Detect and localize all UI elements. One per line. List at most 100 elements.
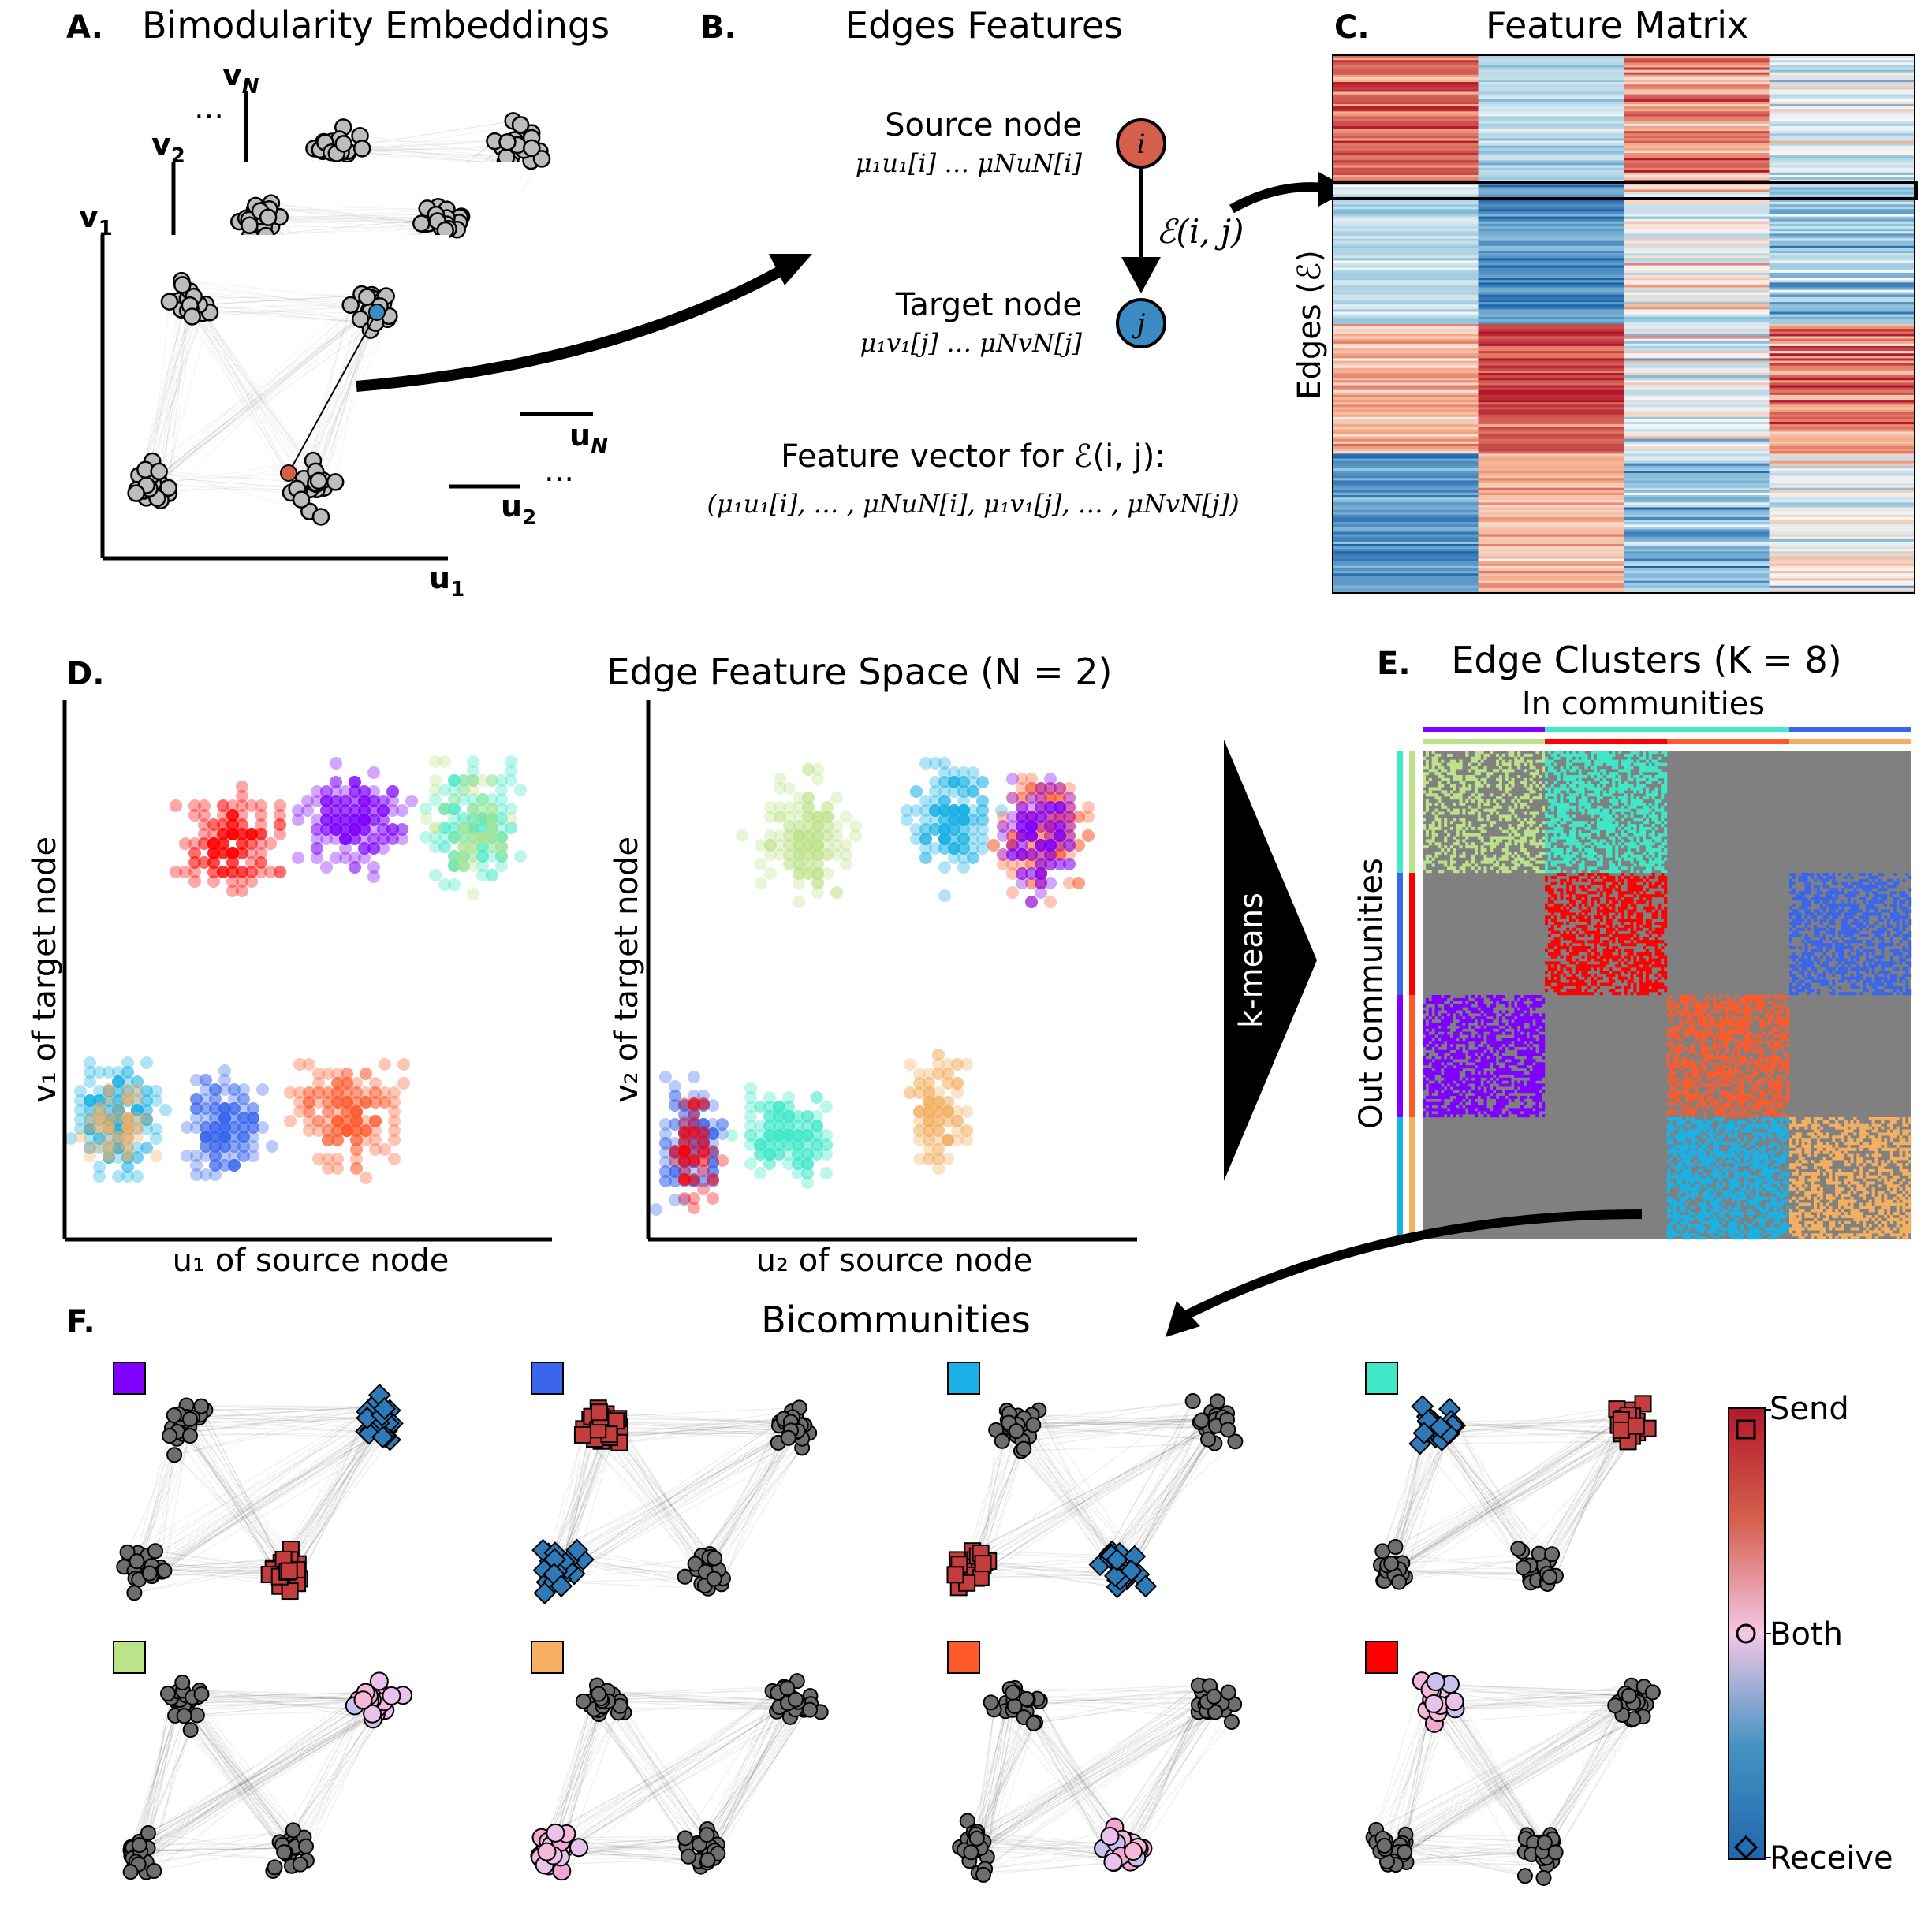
heatmap-cell — [1624, 343, 1770, 347]
cluster-cell — [1621, 811, 1624, 815]
cluster-cell — [1609, 805, 1613, 809]
cluster-cell — [1606, 808, 1609, 812]
embedding-node — [150, 462, 168, 481]
heatmap-cell — [1624, 561, 1770, 565]
cluster-cell — [1664, 781, 1668, 784]
heatmap-cell — [1769, 155, 1915, 158]
cluster-cell — [1572, 766, 1576, 770]
cluster-cell — [1465, 845, 1469, 849]
scatter-point — [773, 1129, 785, 1142]
scatter-point — [140, 1056, 153, 1069]
heatmap-cell — [1769, 529, 1915, 533]
heatmap-cell — [1769, 490, 1915, 494]
target-node-circle — [1116, 298, 1166, 348]
heatmap-cell — [1478, 385, 1624, 389]
heatmap-cell — [1333, 422, 1479, 425]
heatmap-cell — [1478, 382, 1624, 386]
cluster-cell — [1581, 793, 1585, 797]
cluster-cell — [1480, 793, 1484, 797]
cluster-cell — [1636, 799, 1640, 803]
heatmap-cell — [1478, 443, 1624, 447]
cluster-cell — [1517, 762, 1521, 766]
embedding-node — [412, 214, 431, 233]
cluster-cell — [1428, 802, 1432, 806]
cluster-cell — [1493, 845, 1497, 849]
cluster-cell — [1423, 818, 1427, 822]
cluster-cell — [1434, 833, 1438, 837]
heatmap-cell — [1769, 231, 1915, 234]
cluster-cell — [1645, 781, 1649, 784]
scatter-point — [103, 1150, 115, 1162]
cluster-cell — [1474, 845, 1478, 849]
cluster-cell — [1532, 775, 1536, 779]
cluster-cell — [1599, 781, 1603, 784]
cluster-cell — [1643, 775, 1647, 779]
cluster-cell — [1557, 802, 1561, 806]
cluster-cell — [1498, 805, 1502, 809]
heatmap-cell — [1769, 106, 1915, 110]
cluster-cell — [1569, 805, 1573, 809]
cluster-cell — [1664, 772, 1668, 776]
embedding-edge — [255, 205, 429, 224]
cluster-cell — [1661, 808, 1665, 812]
scatter-point — [188, 875, 201, 888]
heatmap-cell — [1478, 541, 1624, 545]
heatmap-cell — [1624, 449, 1770, 452]
cluster-cell — [1483, 854, 1487, 858]
heatmap-cell — [1769, 378, 1915, 381]
embedding-edge — [155, 294, 372, 478]
cluster-cell — [1523, 777, 1527, 781]
scatter-point — [486, 774, 498, 787]
cluster-cell — [1459, 766, 1463, 770]
heatmap-cell — [1478, 202, 1624, 205]
heatmap-cell — [1478, 147, 1624, 151]
cluster-cell — [1661, 793, 1665, 797]
heatmap-cell — [1478, 302, 1624, 305]
cluster-cell — [1498, 836, 1502, 840]
heatmap-cell — [1769, 104, 1915, 107]
cluster-cell — [1535, 842, 1539, 846]
heatmap-cell — [1478, 576, 1624, 579]
heatmap-cell — [1769, 245, 1915, 249]
heatmap-cell — [1624, 243, 1770, 247]
source-node-formula: μ₁u₁[i] … μNuN[i] — [856, 148, 1083, 178]
cluster-cell — [1444, 863, 1448, 867]
heatmap-cell — [1333, 74, 1479, 78]
cluster-cell — [1578, 769, 1582, 773]
cluster-cell — [1438, 851, 1442, 855]
cluster-cell — [1425, 860, 1429, 864]
cluster-cell — [1645, 808, 1649, 812]
cluster-cell — [1425, 793, 1429, 797]
heatmap-cell — [1624, 336, 1770, 340]
heatmap-cell — [1333, 546, 1479, 550]
cluster-cell — [1627, 784, 1631, 788]
heatmap-cell — [1333, 177, 1479, 181]
embedding-edge — [199, 304, 373, 326]
cluster-cell — [1643, 766, 1647, 770]
cluster-cell — [1643, 796, 1647, 800]
heatmap-cell — [1624, 536, 1770, 540]
heatmap-cell — [1769, 162, 1915, 166]
cluster-cell — [1591, 753, 1594, 757]
cluster-cell — [1425, 759, 1429, 763]
cluster-cell — [1596, 805, 1600, 809]
cluster-cell — [1508, 751, 1512, 755]
cluster-cell — [1480, 818, 1484, 822]
cluster-cell — [1449, 857, 1453, 861]
panel-a-title: Bimodularity Embeddings — [142, 4, 610, 47]
cluster-cell — [1431, 833, 1435, 837]
cluster-cell — [1526, 805, 1530, 809]
heatmap-cell — [1333, 360, 1479, 364]
heatmap-cell — [1333, 265, 1479, 269]
cluster-cell — [1572, 781, 1576, 784]
cluster-cell — [1498, 766, 1502, 770]
cluster-cell — [1474, 753, 1478, 757]
scatter-point — [659, 1118, 672, 1131]
cluster-cell — [1526, 851, 1530, 855]
heatmap-cell — [1333, 174, 1479, 178]
cluster-cell — [1459, 845, 1463, 849]
cluster-cell — [1563, 784, 1567, 788]
cluster-cell — [1453, 793, 1456, 797]
cluster-cell — [1532, 836, 1536, 840]
embedding-edge — [303, 304, 352, 479]
